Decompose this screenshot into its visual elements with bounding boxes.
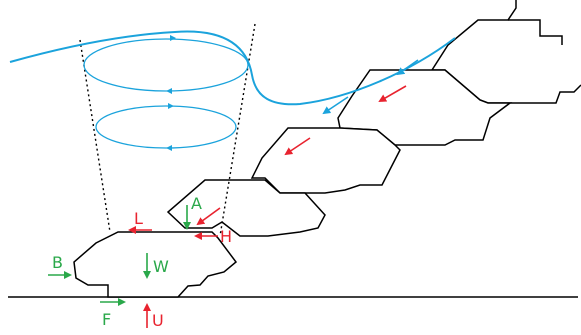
vortex-arrowhead: [166, 88, 172, 94]
vortex-arrowhead: [166, 145, 172, 151]
vortex-boundary-left: [79, 39, 111, 233]
friction-label: F: [102, 310, 111, 329]
flow-arrow: [396, 59, 419, 76]
lift-label: L: [134, 209, 143, 228]
vortex-arrowhead: [170, 35, 176, 41]
surface-flow-arrow: [196, 207, 221, 226]
block-upper: [337, 69, 513, 146]
surface-flow-arrow: [378, 85, 407, 102]
block-lower: [166, 179, 326, 237]
flow-arrow: [322, 96, 349, 115]
block-middle: [250, 127, 401, 194]
weight-label: W: [153, 257, 169, 276]
uplift-label: U: [152, 311, 164, 330]
vortex-boundary-right: [219, 23, 256, 237]
added-mass-label: A: [191, 194, 202, 213]
block-bottom: [73, 231, 238, 298]
surface-flow-arrow: [284, 137, 311, 156]
vortex-ring-lower: [95, 105, 237, 149]
vortex-arrowhead: [168, 103, 174, 109]
hydrodynamic-label: H: [220, 227, 232, 246]
vortex-ring-upper: [83, 38, 249, 92]
buoyancy-label: B: [52, 253, 63, 272]
flow-streamline: [9, 30, 456, 106]
